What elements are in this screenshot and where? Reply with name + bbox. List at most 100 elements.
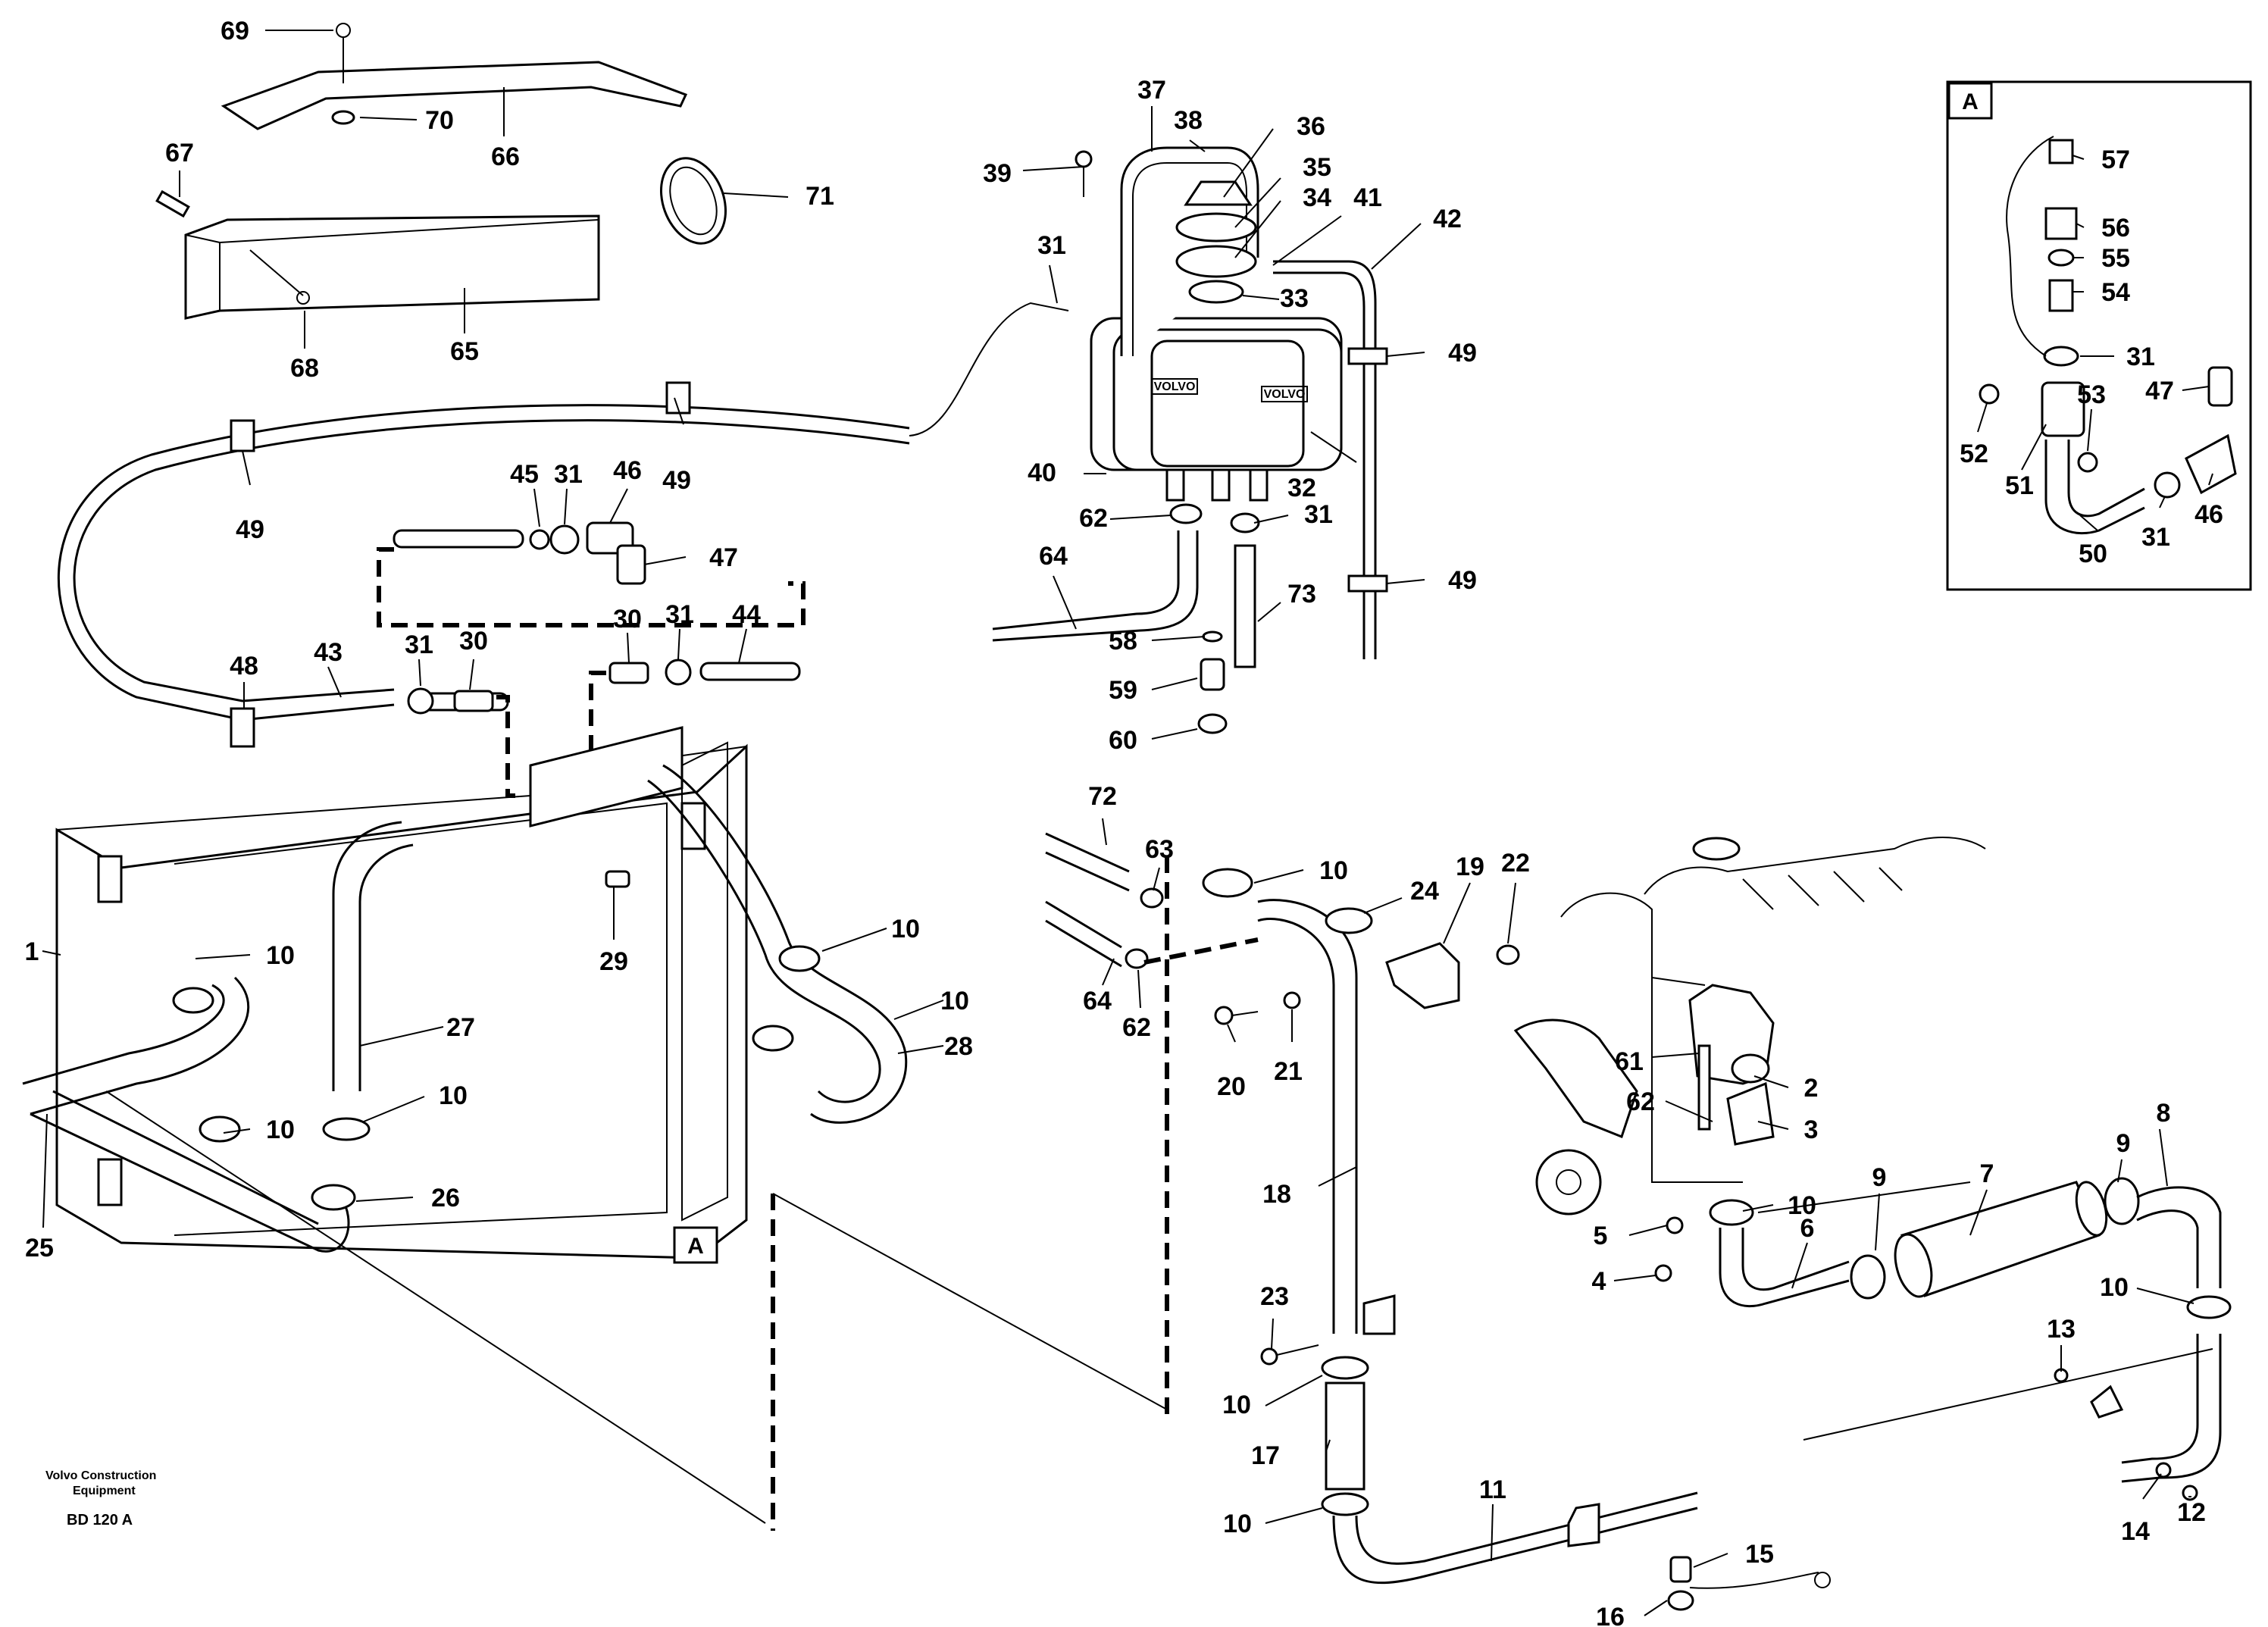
callout-64-a: 64 [1039, 542, 1068, 571]
bolt-20-21 [1214, 991, 1301, 1025]
callout-62-b: 62 [1122, 1013, 1151, 1042]
clip-48 [230, 707, 255, 748]
callout-37: 37 [1137, 76, 1166, 105]
callout-68: 68 [290, 354, 319, 383]
callout-15: 15 [1745, 1540, 1774, 1569]
callout-63: 63 [1145, 835, 1174, 864]
footer-ref: BD 120 A [67, 1512, 133, 1528]
callout-12: 12 [2177, 1498, 2206, 1527]
callout-43: 43 [314, 638, 343, 667]
hose-27 [322, 821, 414, 1141]
hose-28 [647, 764, 908, 1124]
callout-6: 6 [1800, 1214, 1815, 1243]
callout-56: 56 [2101, 214, 2130, 242]
callout-31-b: 31 [1304, 500, 1333, 529]
pipe-73 [1230, 512, 1260, 668]
callout-10-e: 10 [266, 1115, 295, 1144]
callout-66: 66 [491, 142, 520, 171]
callout-19: 19 [1456, 853, 1484, 881]
callout-49-d: 49 [662, 466, 691, 495]
detail-ref-box-main: A [673, 1226, 718, 1264]
callout-22: 22 [1501, 849, 1530, 878]
callout-49-c: 49 [236, 515, 264, 544]
callout-labels: 69 70 66 67 65 68 71 37 38 36 39 35 34 4… [25, 17, 2223, 1627]
callout-29: 29 [599, 947, 628, 976]
callout-8: 8 [2157, 1099, 2171, 1128]
inset-detail-a: A [1946, 80, 2252, 591]
callout-54: 54 [2101, 278, 2130, 307]
footer-credit: Volvo Construction Equipment BD 120 A [45, 1469, 156, 1528]
callout-16: 16 [1596, 1603, 1625, 1627]
leader-lines [42, 30, 2213, 1616]
callout-59: 59 [1109, 676, 1137, 705]
callout-10-c: 10 [940, 987, 969, 1015]
callout-55: 55 [2101, 244, 2130, 273]
bleed-screw-29 [605, 870, 630, 888]
callout-60: 60 [1109, 726, 1137, 755]
guard-plate-65 [155, 189, 600, 320]
callout-48: 48 [230, 652, 258, 681]
callout-27: 27 [446, 1013, 475, 1042]
hose-64-upper [992, 503, 1203, 642]
callout-69: 69 [221, 17, 249, 45]
callout-62-a: 62 [1079, 504, 1108, 533]
callout-23: 23 [1260, 1282, 1289, 1311]
guard-plate-66 [221, 23, 688, 130]
callout-72: 72 [1088, 782, 1117, 811]
callout-10-f: 10 [1319, 856, 1348, 885]
drain-fitting-58-60 [1197, 630, 1228, 734]
fitting-group-45-47 [393, 521, 646, 585]
callout-18: 18 [1262, 1180, 1291, 1209]
callout-50: 50 [2079, 540, 2107, 568]
footer-line-1: Volvo Construction [45, 1469, 156, 1482]
callout-10-g: 10 [1222, 1391, 1251, 1419]
detail-ref-main-text: A [687, 1234, 704, 1259]
callout-3: 3 [1804, 1115, 1819, 1144]
callout-42: 42 [1433, 205, 1462, 233]
callout-41: 41 [1353, 183, 1382, 212]
callout-44: 44 [732, 600, 761, 629]
callout-13: 13 [2047, 1315, 2076, 1344]
pipes-72-64 [1045, 832, 1164, 969]
callout-1: 1 [25, 937, 39, 966]
bolt-4-5 [1654, 1216, 1684, 1282]
callout-25: 25 [25, 1234, 54, 1262]
callout-71: 71 [806, 182, 834, 211]
callout-53: 53 [2077, 380, 2106, 409]
callout-52: 52 [1960, 440, 1988, 468]
callout-31-a: 31 [1037, 231, 1066, 260]
callout-5: 5 [1594, 1222, 1608, 1250]
callout-28: 28 [944, 1032, 973, 1061]
callout-31-e: 31 [665, 600, 694, 629]
hose-17 [1321, 1356, 1369, 1516]
callout-40: 40 [1028, 458, 1056, 487]
callout-47-b: 47 [2145, 377, 2174, 405]
detail-ref-inset-text: A [1962, 89, 1979, 114]
callout-39: 39 [983, 159, 1012, 188]
callout-11: 11 [1479, 1475, 1506, 1504]
callout-49-b: 49 [1448, 566, 1477, 595]
callout-62-c: 62 [1626, 1087, 1655, 1116]
pipe-42 [1273, 260, 1388, 659]
callout-2: 2 [1804, 1074, 1819, 1103]
hose-18 [1202, 868, 1396, 1335]
callout-46-a: 46 [613, 456, 642, 485]
thermostat-2-3 [1697, 1044, 1775, 1146]
callout-10-a: 10 [266, 941, 295, 970]
callout-31-c: 31 [554, 460, 583, 489]
clip-49-left [230, 419, 255, 452]
hose-clamp-71 [659, 157, 727, 245]
radiator-1 [55, 726, 748, 1259]
callout-45: 45 [510, 460, 539, 489]
callout-31-d: 31 [405, 630, 433, 659]
callout-31-g: 31 [2141, 523, 2170, 552]
callout-47-a: 47 [709, 543, 738, 572]
filler-cap-36 [1175, 180, 1257, 304]
pipe-12-14 [2054, 1334, 2222, 1501]
callout-30-b: 30 [613, 605, 642, 634]
vent-hose-49 [58, 302, 1069, 748]
drain-cock-15-16 [1667, 1556, 1831, 1611]
callout-21: 21 [1274, 1057, 1303, 1086]
cooler-7 [1894, 1177, 2140, 1298]
